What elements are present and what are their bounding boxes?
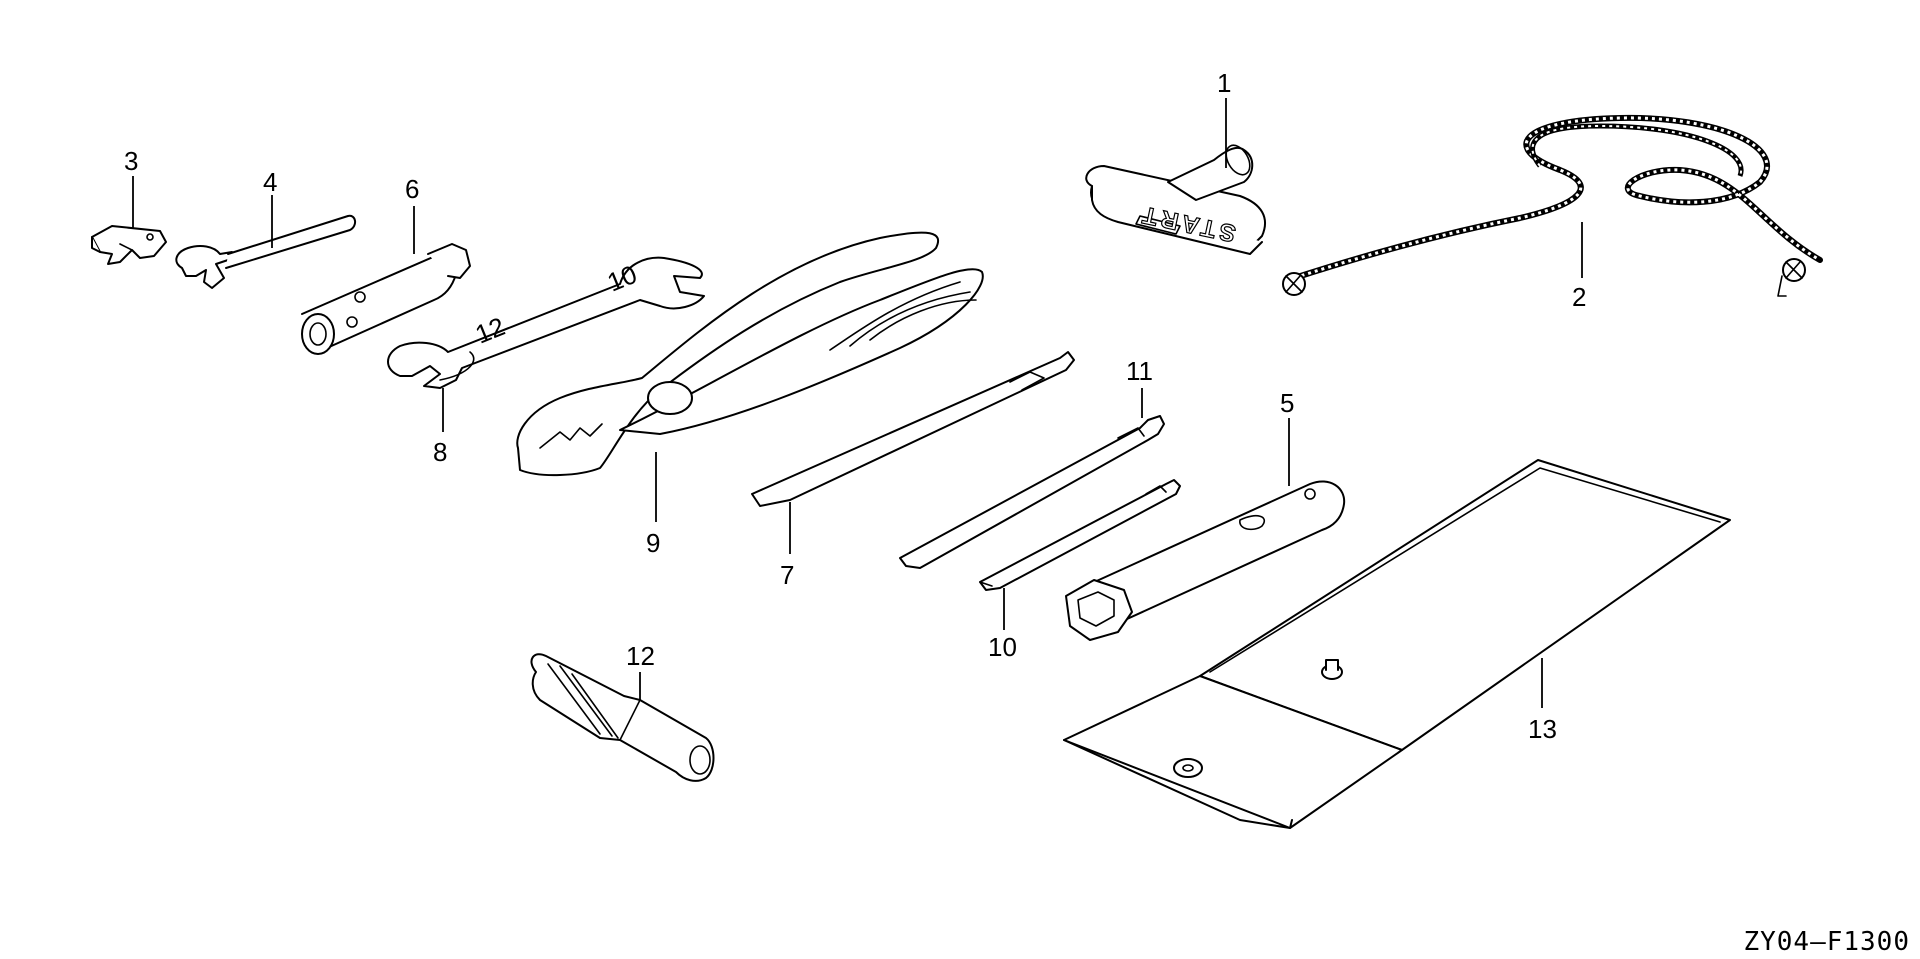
part-4-open-end-wrench-small bbox=[175, 214, 356, 289]
diagram-reference-code: ZY04—F1300 bbox=[1743, 927, 1910, 957]
callout-12: 12 bbox=[626, 641, 655, 671]
part-5-plug-wrench bbox=[1065, 480, 1346, 641]
callout-3: 3 bbox=[124, 146, 138, 176]
part-13-tool-bag bbox=[1063, 459, 1731, 829]
part-12-screwdriver-grip bbox=[530, 653, 715, 782]
callout-6: 6 bbox=[405, 174, 419, 204]
callout-11: 11 bbox=[1126, 356, 1153, 386]
part-7-flat-screwdriver bbox=[751, 351, 1075, 507]
callout-8: 8 bbox=[433, 437, 447, 467]
part-1-start-grip: START bbox=[1085, 144, 1267, 255]
callout-13: 13 bbox=[1528, 714, 1557, 744]
callout-5: 5 bbox=[1280, 388, 1294, 418]
callout-2: 2 bbox=[1572, 282, 1586, 312]
part-6-box-socket-wrench bbox=[301, 243, 471, 355]
part-9-pliers bbox=[516, 231, 984, 477]
callout-1: 1 bbox=[1217, 68, 1231, 98]
callout-9: 9 bbox=[646, 528, 660, 558]
part-11-screwdriver bbox=[899, 415, 1165, 569]
part-10-phillips-screwdriver bbox=[979, 479, 1181, 591]
callout-10: 10 bbox=[988, 632, 1017, 662]
part-2-starter-rope bbox=[1282, 114, 1823, 297]
callout-7: 7 bbox=[780, 560, 794, 590]
part-3-clip bbox=[91, 225, 167, 265]
callout-4: 4 bbox=[263, 167, 277, 197]
